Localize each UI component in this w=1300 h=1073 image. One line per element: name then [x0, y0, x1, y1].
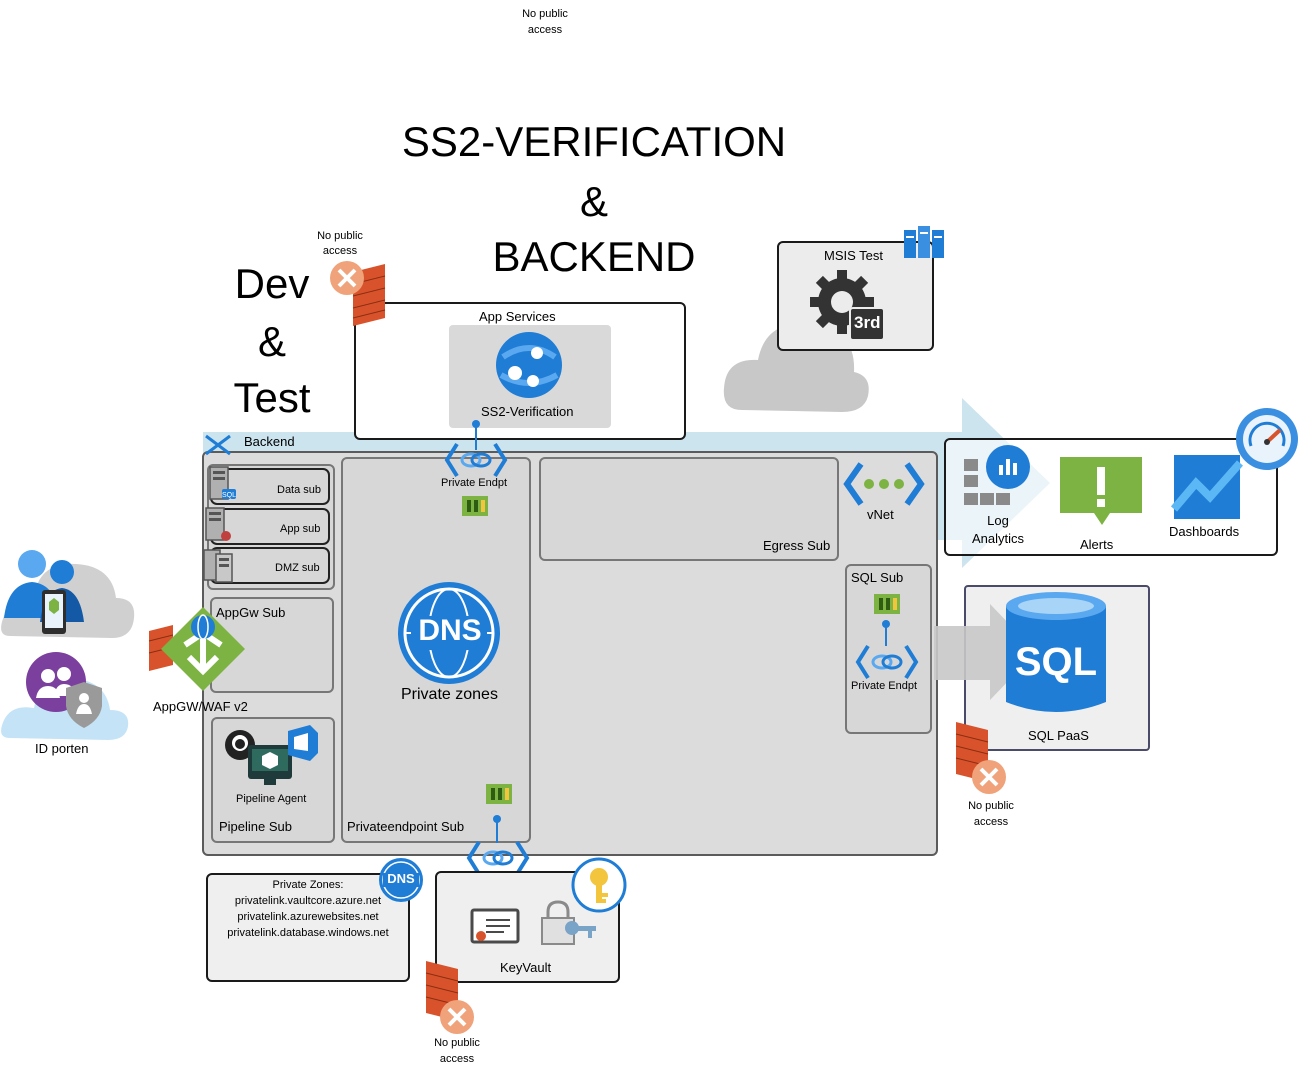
diagram-title-line2: & [579, 178, 608, 225]
dns-small-icon [379, 858, 423, 902]
vnet-peering-icon [205, 434, 231, 456]
dns-small-icon-text: DNS [387, 871, 415, 886]
nic-icon-sql [874, 594, 900, 614]
dashboards-label: Dashboards [1169, 524, 1240, 539]
server-cluster-icon [904, 226, 944, 258]
vnet-icon [843, 462, 925, 506]
app-server-icon [205, 507, 231, 541]
key-icon [571, 857, 627, 913]
env-label-line2: & [257, 318, 286, 365]
sql-server-icon: SQL [209, 466, 236, 500]
egress-sub-box [539, 457, 839, 561]
svg-text:SQL: SQL [222, 492, 236, 499]
log-analytics-icon [964, 445, 1030, 505]
nic-icon-top [462, 496, 488, 516]
lock-key-icon [541, 900, 596, 945]
no-public-access-top: No public access [522, 8, 568, 36]
private-zone-item: privatelink.azurewebsites.net [237, 911, 379, 923]
dmz-server-icon [203, 549, 233, 583]
keyvault-label: KeyVault [500, 960, 552, 975]
diagram-title-line1: SS2-VERIFICATION [401, 118, 787, 165]
sql-database-icon [1006, 592, 1106, 712]
app-service-icon [496, 332, 562, 398]
backend-label: Backend [244, 434, 295, 449]
diagram-title-line3: BACKEND [492, 233, 696, 280]
private-endpoint-link-sql [882, 620, 890, 646]
env-label-line3: Test [233, 374, 311, 421]
third-party-badge: 3rd [854, 313, 881, 332]
sql-paas-label: SQL PaaS [1028, 728, 1089, 743]
app-sub-label: App sub [280, 523, 321, 535]
users-cloud-icon [1, 550, 135, 638]
deny-icon-sql [972, 760, 1006, 794]
app-services-label: App Services [479, 309, 556, 324]
alerts-label: Alerts [1080, 537, 1114, 552]
dmz-sub-label: DMZ sub [275, 562, 320, 574]
private-zones-title: Private Zones: [272, 879, 344, 891]
private-zones-box [206, 873, 410, 982]
appgw-icon [148, 607, 245, 691]
private-endpoint-icon-bottom [466, 840, 530, 876]
private-endpoint-icon-sql [855, 644, 919, 680]
sql-icon-text: SQL [1014, 640, 1098, 684]
appgw-sub-label: AppGw Sub [216, 605, 286, 620]
gauge-icon [1236, 408, 1298, 470]
vnet-label: vNet [867, 507, 894, 522]
sql-sub-label: SQL Sub [851, 570, 904, 585]
private-endpoint-link-bottom [493, 815, 501, 843]
app-service-name: SS2-Verification [481, 404, 574, 419]
dns-icon [398, 582, 500, 684]
alerts-icon [1060, 457, 1142, 525]
deny-icon-app [330, 261, 364, 295]
appgw-label: AppGW/WAF v2 [153, 699, 248, 714]
egress-sub-label: Egress Sub [763, 538, 831, 553]
private-zone-item: privatelink.database.windows.net [227, 927, 389, 939]
pipeline-sub-label: Pipeline Sub [219, 819, 292, 834]
gear-icon [810, 270, 885, 341]
private-zone-item: privatelink.vaultcore.azure.net [234, 895, 382, 907]
private-endpoint-label-sql: Private Endpt [851, 680, 918, 692]
privateendpoint-sub-label: Privateendpoint Sub [347, 819, 465, 834]
deny-icon-keyvault [440, 1000, 474, 1034]
msis-test-label: MSIS Test [824, 248, 884, 263]
private-endpoint-link-top [472, 420, 480, 450]
no-public-access-keyvault: No public access [434, 1037, 480, 1065]
certificate-icon [470, 908, 520, 944]
id-porten-label: ID porten [35, 741, 89, 756]
env-label-line1: Dev [234, 260, 310, 307]
nic-icon-bottom [486, 784, 512, 804]
pipeline-agent-label: Pipeline Agent [236, 793, 307, 805]
no-public-access-sql: No public access [968, 800, 1014, 828]
dns-icon-text: DNS [418, 614, 482, 647]
private-endpoint-label-top: Private Endpt [441, 477, 508, 489]
private-zones-label: Private zones [401, 686, 498, 703]
id-porten-icon [1, 652, 129, 740]
dashboards-icon [1170, 455, 1243, 519]
private-endpoint-icon-top [444, 442, 508, 478]
sql-sub-box [845, 564, 932, 734]
pipeline-agent-icon [225, 725, 318, 785]
data-sub-label: Data sub [277, 484, 322, 496]
log-analytics-label: Log Analytics [971, 513, 1025, 546]
no-public-access-app: No public access [317, 230, 363, 257]
